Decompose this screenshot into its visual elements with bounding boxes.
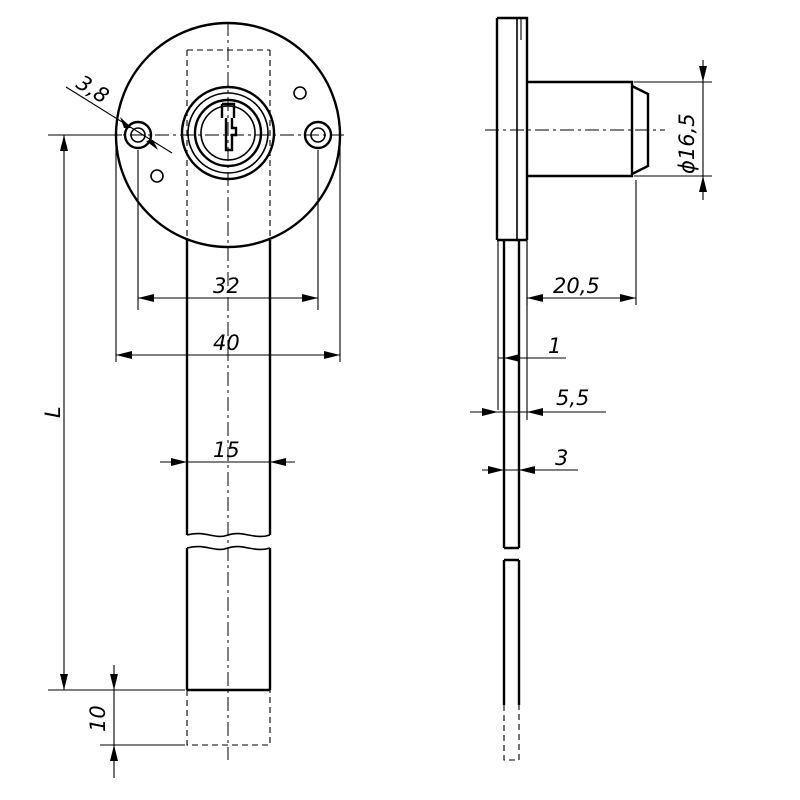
dim-cylinder-diameter: ϕ16,5 <box>675 113 699 174</box>
lock-cylinder-side <box>527 80 634 178</box>
mounting-hole-right <box>303 120 333 150</box>
dim-flange-width: 40 <box>213 331 240 355</box>
bar-lower <box>185 548 272 692</box>
dim-total-thickness: 5,5 <box>556 386 589 410</box>
dim-hole-spacing: 32 <box>213 274 240 298</box>
dim-plate-thickness: 1 <box>548 334 561 358</box>
dim-tip: 10 <box>86 705 110 732</box>
dim-bar-thickness: 3 <box>555 446 568 470</box>
dim-hole-diameter: 3,8 <box>72 70 113 108</box>
bar-side-upper <box>502 240 521 550</box>
dim-bar-width: 15 <box>213 438 240 462</box>
dim-length: L <box>41 406 65 418</box>
bar-upper <box>185 240 272 535</box>
front-view: 3,8 32 40 15 L 10 <box>41 21 345 778</box>
mounting-hole-left <box>123 120 153 150</box>
keyhole-icon <box>220 102 238 152</box>
flange-plate <box>495 16 529 242</box>
side-view: ϕ16,5 20,5 1 5,5 3 <box>470 16 712 761</box>
small-hole <box>150 169 164 183</box>
lock-cylinder-outer <box>180 85 276 181</box>
bar-side-lower <box>502 558 521 705</box>
small-hole <box>293 86 307 100</box>
dim-cylinder-length: 20,5 <box>553 274 600 298</box>
